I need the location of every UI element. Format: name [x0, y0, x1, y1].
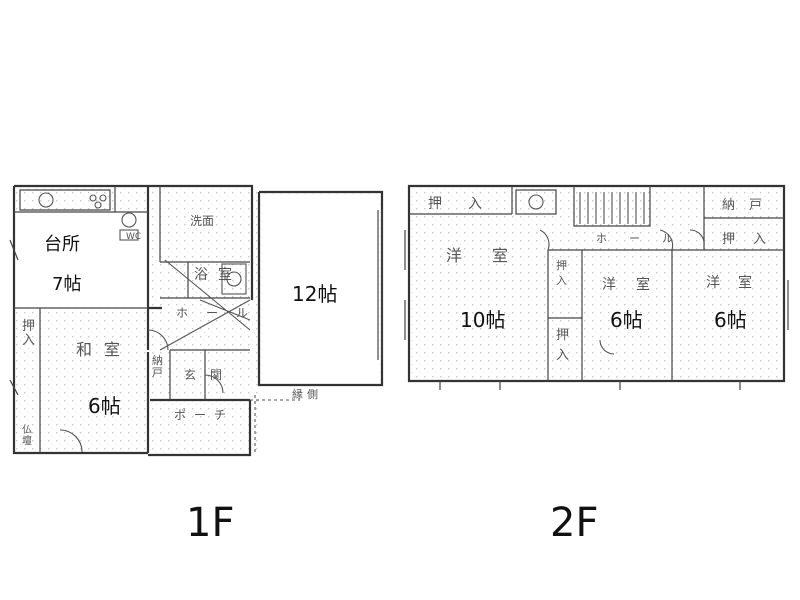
middle-room-size-label: 6帖: [610, 308, 643, 332]
japanese-room-size-label: 6帖: [88, 394, 121, 418]
washitsu-annotation: 和室: [76, 340, 133, 359]
hall-annotation-1f: ホール: [176, 306, 267, 320]
oshiire-middle-annotation: 押入: [556, 259, 567, 287]
first-floor-label: 1F: [186, 500, 235, 546]
oshiire-west-annotation: 押入: [428, 196, 508, 212]
second-floor-plan: [404, 184, 789, 390]
second-floor-label: 2F: [550, 500, 599, 546]
kitchen-name-label: 台所: [44, 234, 80, 255]
engawa-annotation: 縁側: [292, 388, 322, 401]
oshiire-bottom-annotation: 押入: [556, 328, 570, 363]
hall-annotation-2f: ホール: [596, 232, 695, 245]
nando-annotation-1f: 納戸: [152, 354, 163, 379]
yoshitsu-middle-annotation: 洋室: [602, 277, 670, 293]
east-room-size-label: 6帖: [714, 308, 747, 332]
yoshitsu-east-annotation: 洋室: [706, 275, 770, 291]
toilet-annotation-1f: WC: [126, 232, 142, 242]
yoshitsu-west-annotation: 洋室: [446, 246, 539, 265]
yokushitsu-annotation: 浴室: [194, 267, 242, 283]
west-room-size-label: 10帖: [460, 308, 506, 332]
nando-annotation-2f: 納戸: [722, 198, 777, 213]
kitchen-size-label: 7帖: [52, 274, 82, 295]
living-size-label: 12帖: [292, 282, 338, 306]
senmen-annotation: 洗面: [190, 214, 215, 228]
oshiire-annotation-1f: 押入: [22, 319, 36, 348]
first-floor-plan: [9, 184, 384, 457]
genkan-annotation: 玄関: [184, 368, 237, 382]
butsudan-annotation: 仏壇: [22, 425, 32, 447]
oshiire-east-annotation: 押入: [722, 232, 785, 247]
porch-annotation: ポーチ: [174, 408, 235, 422]
